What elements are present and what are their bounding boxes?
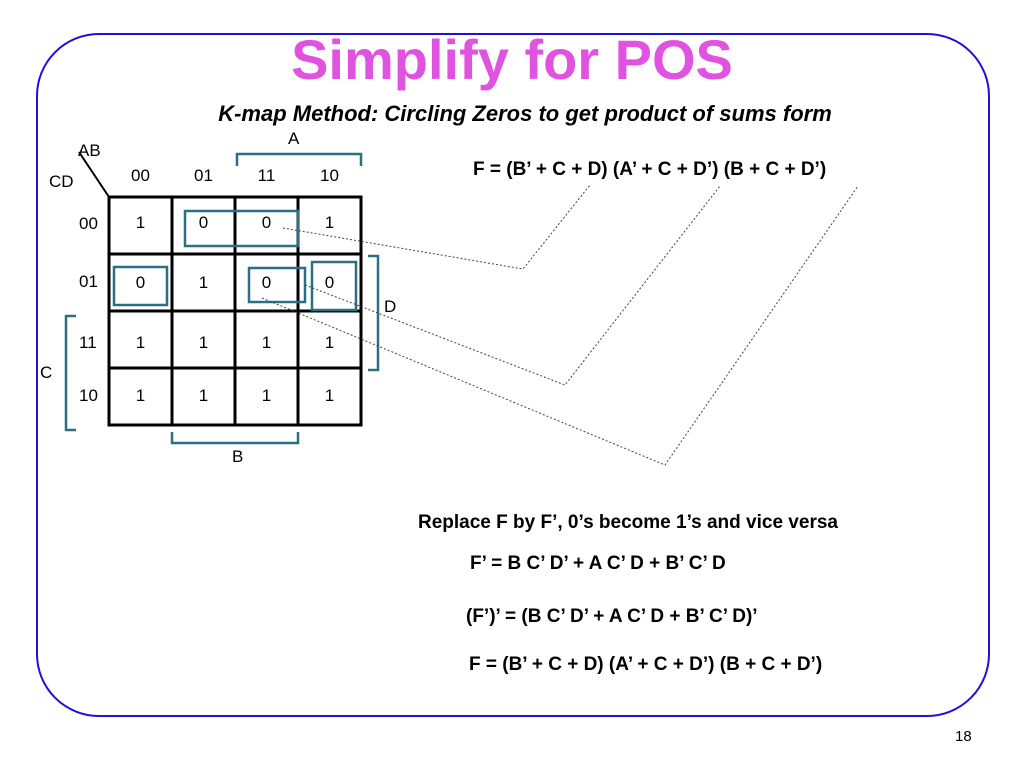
slide-number: 18 bbox=[955, 728, 972, 745]
row-header: 10 bbox=[79, 386, 98, 405]
brace-b bbox=[170, 432, 300, 445]
row-header: 11 bbox=[79, 333, 97, 352]
slide-subtitle: K-map Method: Circling Zeros to get prod… bbox=[218, 101, 832, 126]
col-header: 00 bbox=[131, 166, 150, 185]
group-row00-zeros bbox=[183, 209, 300, 248]
kmap-cell: 0 bbox=[261, 213, 272, 232]
complement-equation: (F’)’ = (B C’ D’ + A C’ D + B’ C’ D)’ bbox=[466, 606, 758, 627]
brace-c bbox=[64, 314, 76, 432]
kmap-grid bbox=[107, 195, 363, 427]
kmap-row-vars: CD bbox=[49, 172, 74, 191]
col-header: 01 bbox=[194, 166, 213, 185]
kmap-cell: 0 bbox=[135, 273, 146, 292]
variable-braces bbox=[64, 152, 380, 445]
leader-term-3 bbox=[261, 185, 859, 466]
replace-note: Replace F by F’, 0’s become 1’s and vice… bbox=[418, 512, 838, 533]
brace-label-d: D bbox=[384, 297, 397, 316]
col-header: 10 bbox=[320, 166, 339, 185]
row-header: 01 bbox=[79, 272, 98, 291]
zero-groups bbox=[112, 209, 358, 312]
kmap-cell: 1 bbox=[135, 333, 146, 352]
leader-term-1 bbox=[282, 184, 591, 270]
kmap-cell: 1 bbox=[324, 213, 335, 232]
brace-d bbox=[368, 254, 380, 372]
kmap-cell: 1 bbox=[198, 386, 209, 405]
brace-label-c: C bbox=[40, 363, 53, 382]
kmap-cell: 0 bbox=[324, 273, 335, 292]
kmap-cell: 1 bbox=[198, 273, 209, 292]
kmap-col-vars: AB bbox=[78, 141, 101, 160]
kmap-cell: 1 bbox=[135, 213, 146, 232]
group-row01-col00-zero bbox=[112, 265, 169, 307]
pos-result-equation: F = (B’ + C + D) (A’ + C + D’) (B + C + … bbox=[473, 159, 827, 180]
kmap-cell: 1 bbox=[261, 333, 272, 352]
slide-frame bbox=[36, 33, 990, 717]
kmap-cell: 0 bbox=[261, 273, 272, 292]
f-prime-equation: F’ = B C’ D’ + A C’ D + B’ C’ D bbox=[470, 553, 726, 574]
brace-label-a: A bbox=[288, 129, 300, 148]
kmap-corner-diagonal bbox=[78, 151, 110, 198]
brace-label-b: B bbox=[232, 447, 244, 466]
leader-lines bbox=[261, 184, 859, 466]
kmap-cell: 1 bbox=[324, 333, 335, 352]
kmap-cell: 1 bbox=[261, 386, 272, 405]
kmap-cell: 1 bbox=[135, 386, 146, 405]
col-header: 11 bbox=[257, 166, 276, 185]
brace-a bbox=[235, 152, 363, 166]
leader-term-2 bbox=[304, 185, 721, 386]
final-pos-equation: F = (B’ + C + D) (A’ + C + D’) (B + C + … bbox=[469, 654, 823, 675]
row-header: 00 bbox=[79, 214, 98, 233]
kmap-cell: 0 bbox=[198, 213, 209, 232]
kmap-cell: 1 bbox=[324, 386, 335, 405]
slide-title: Simplify for POS bbox=[291, 28, 733, 91]
kmap-cell: 1 bbox=[198, 333, 209, 352]
group-row01-col10-zero bbox=[310, 260, 358, 312]
